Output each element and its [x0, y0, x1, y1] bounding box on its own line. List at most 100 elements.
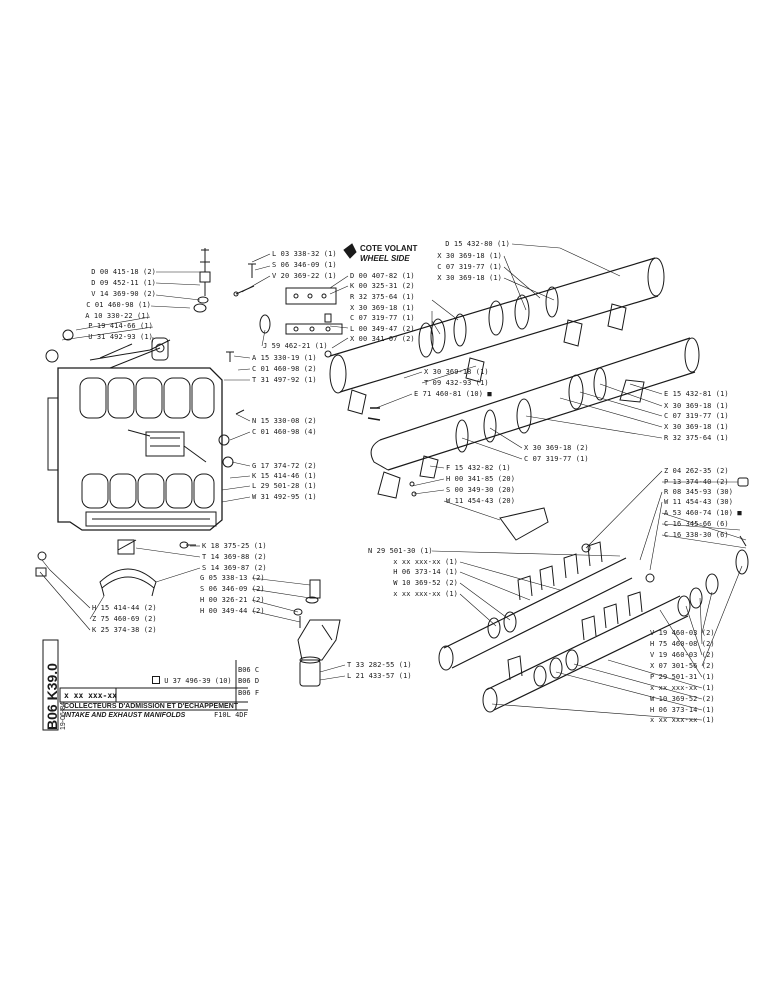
wheel-side-label-en: WHEEL SIDE: [360, 254, 410, 263]
part-label: Z 04 262-35 (2): [664, 467, 729, 475]
part-label: X 30 369-18 (2): [524, 444, 589, 452]
part-label: X 30 369-18 (1): [350, 304, 415, 312]
part-label: V 14 369-90 (2): [91, 290, 156, 298]
part-label: T 14 369-88 (2): [202, 553, 267, 561]
part-label: A 10 330-22 (1): [85, 312, 150, 320]
wheel-side-arrow: [343, 243, 357, 259]
part-label: x xx xxx-xx (1): [393, 590, 458, 598]
part-label: K 00 325-31 (2): [350, 282, 415, 290]
part-label: x xx xxx-xx (1): [650, 684, 715, 692]
part-label: G 17 374-72 (2): [252, 462, 317, 470]
part-label: D 00 415-18 (2): [91, 268, 156, 276]
part-label: K 18 375-25 (1): [202, 542, 267, 550]
part-label: W 10 369-52 (2): [650, 695, 715, 703]
part-label: H 00 326-21 (2): [200, 596, 265, 604]
part-label: H 00 349-44 (2): [200, 607, 265, 615]
part-label: C 01 460-98 (1): [86, 301, 151, 309]
part-label: C 16 345-66 (6): [664, 520, 729, 528]
leader-lines: [39, 243, 747, 721]
part-label: X 30 369-18 (1): [664, 423, 729, 431]
variant-b06f: B06 F: [238, 689, 260, 697]
part-label: R 08 345-93 (30): [664, 488, 734, 496]
part-label: D 09 452-11 (1): [91, 279, 156, 287]
part-label: C 07 319-77 (1): [524, 455, 589, 463]
injector-assembly: [45, 248, 255, 363]
part-label: P 29 501-31 (1): [650, 673, 715, 681]
part-label: S 06 346-09 (2): [200, 585, 265, 593]
part-label: X 30 369-18 (1): [664, 402, 729, 410]
part-label: T 31 497-92 (1): [252, 376, 317, 384]
variant-b06c: B06 C: [238, 666, 260, 674]
part-label: V 19 460-03 (2): [650, 629, 715, 637]
part-label: U 31 492-93 (1): [88, 333, 153, 341]
part-label: S 14 369-87 (2): [202, 564, 267, 572]
part-label: x xx xxx-xx (1): [650, 716, 715, 724]
part-label: H 75 460-08 (2): [650, 640, 715, 648]
part-label: L 03 338-32 (1): [272, 250, 337, 258]
wheel-side-label-fr: COTE VOLANT: [360, 244, 418, 253]
part-label: N 29 501-30 (1): [368, 547, 433, 555]
reference-box: U 37 496-39 (10): [152, 676, 232, 685]
ref-checkbox: [152, 676, 160, 684]
part-label: W 11 454-43 (30): [664, 498, 734, 506]
part-label: S 00 349-30 (20): [446, 486, 516, 494]
part-label: N 15 330-08 (2): [252, 417, 317, 425]
part-label: C 07 319-77 (1): [437, 263, 502, 271]
part-label: R 32 375-64 (1): [350, 293, 415, 301]
part-label: J 59 462-21 (1): [263, 342, 328, 350]
drawing-code: x xx xxx-xx: [64, 691, 117, 700]
part-label: H 06 373-14 (1): [650, 706, 715, 714]
part-label: X 30 369-18 (1): [437, 252, 502, 260]
variant-b06d: B06 D: [238, 677, 260, 685]
fasteners: [117, 263, 343, 555]
part-label: H 15 414-44 (2): [92, 604, 157, 612]
part-label: L 00 349-47 (2): [350, 325, 415, 333]
part-label: A 53 460-74 (10) ■: [664, 509, 742, 517]
part-label: X 00 341-07 (2): [350, 335, 415, 343]
part-label: Z 75 460-69 (2): [92, 615, 157, 623]
middle-manifold: [370, 337, 700, 541]
part-label: D 15 432-80 (1): [445, 240, 510, 248]
part-label: W 10 369-52 (2): [393, 579, 458, 587]
page-code: B06 K39.0: [44, 663, 60, 730]
title-english: INTAKE AND EXHAUST MANIFOLDS: [64, 712, 186, 719]
part-label: W 11 454-43 (20): [446, 497, 516, 505]
reference-number: U 37 496-39 (10): [164, 677, 232, 685]
part-label: G 05 338-13 (2): [200, 574, 265, 582]
part-label: D 00 407-82 (1): [350, 272, 415, 280]
part-label: C 07 319-77 (1): [664, 412, 729, 420]
part-label: C 01 460-98 (4): [252, 428, 317, 436]
part-label: H 00 341-85 (20): [446, 475, 516, 483]
clamp-ring: [35, 551, 157, 597]
part-label: L 29 501-28 (1): [252, 482, 317, 490]
part-label: H 06 373-14 (1): [393, 568, 458, 576]
part-label: x xx xxx-xx (1): [393, 558, 458, 566]
part-label: K 15 414-46 (1): [252, 472, 317, 480]
part-label: R 32 375-64 (1): [664, 434, 729, 442]
part-label: S 06 346-09 (1): [272, 261, 337, 269]
part-label: C 01 460-98 (2): [252, 365, 317, 373]
part-label: V 20 369-22 (1): [272, 272, 337, 280]
part-label: E 15 432-81 (1): [664, 390, 729, 398]
title-block-frame: [42, 639, 248, 731]
part-label: P 13 374-40 (2): [664, 478, 729, 486]
part-label: C 16 338-30 (6): [664, 531, 729, 539]
part-label: T 33 282-55 (1): [347, 661, 412, 669]
support-bracket: [293, 579, 341, 687]
engine-model: F10L 4DF: [214, 711, 248, 719]
engine-block: [47, 339, 234, 531]
part-label: W 31 492-95 (1): [252, 493, 317, 501]
part-label: X 07 301-56 (2): [650, 662, 715, 670]
part-label: A 15 330-19 (1): [252, 354, 317, 362]
part-label: L 21 433-57 (1): [347, 672, 412, 680]
part-label: X 30 369-18 (1): [424, 368, 489, 376]
part-label: V 19 460-03 (2): [650, 651, 715, 659]
part-label: K 25 374-38 (2): [92, 626, 157, 634]
part-label: C 07 319-77 (1): [350, 314, 415, 322]
part-label: E 71 460-81 (10) ■: [414, 390, 492, 398]
upper-manifold: [329, 257, 665, 421]
part-label: T 09 432-93 (1): [424, 379, 489, 387]
part-label: X 30 369-18 (1): [437, 274, 502, 282]
lower-manifolds: [438, 477, 749, 713]
